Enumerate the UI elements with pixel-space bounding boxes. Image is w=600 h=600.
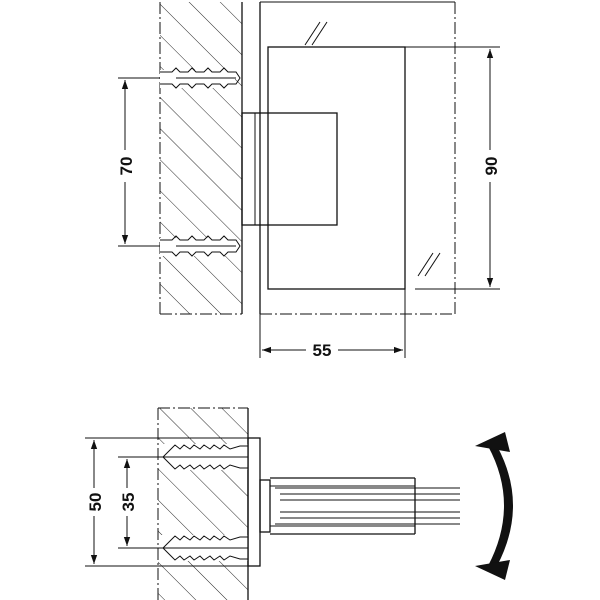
glass-pane-side [275, 487, 460, 525]
dimension-label-90: 90 [482, 157, 501, 176]
dowel-upper [160, 444, 249, 470]
hinge-clamp-side [270, 477, 416, 535]
dimension-plate-width: 55 [259, 289, 406, 360]
glass-symbol-top [304, 21, 328, 46]
dimension-label-50: 50 [86, 493, 105, 512]
wall-plug-upper [160, 67, 241, 89]
glass-pane-outline [259, 1, 456, 315]
glass-symbol-bottom [417, 252, 441, 277]
dimension-dowel-spacing: 35 [116, 456, 178, 549]
section-view: 50 35 [83, 407, 513, 600]
dimension-label-55: 55 [313, 341, 332, 360]
hinge-body-side [259, 479, 271, 533]
dimension-label-35: 35 [119, 493, 138, 512]
mounting-plate [241, 112, 338, 226]
front-view: 70 90 55 [114, 1, 501, 360]
dimension-base-height: 50 [83, 437, 248, 567]
dimension-hole-spacing: 70 [114, 77, 160, 247]
wall-section-top [159, 2, 243, 315]
hinge-cover-plate [267, 46, 406, 290]
wall-plug-lower [160, 235, 241, 257]
dimension-glass-height: 90 [405, 46, 501, 290]
wall-section-bottom [157, 407, 249, 600]
swing-arrow-icon [475, 432, 513, 580]
dimension-label-70: 70 [117, 157, 136, 176]
base-plate-side [247, 437, 261, 567]
